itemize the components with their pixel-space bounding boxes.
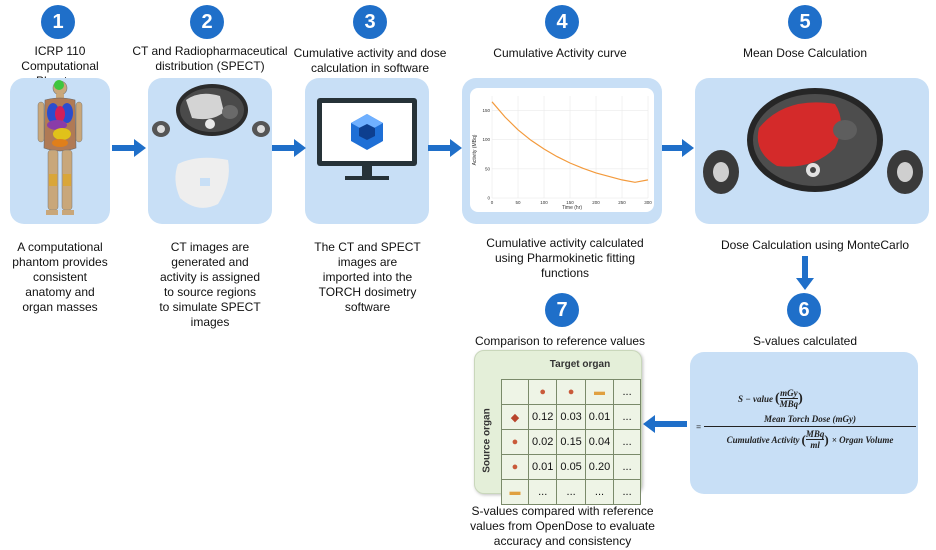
chart-xtick-label: 100	[540, 200, 548, 205]
matrix-cell: 0.02	[528, 429, 558, 455]
chart-xtick-label: 50	[515, 200, 521, 205]
matrix-row-liver: ◆	[500, 404, 530, 430]
step-3-title: Cumulative activity and dose calculation…	[293, 46, 447, 75]
step-1-badge: 1	[41, 5, 75, 39]
matrix-cell: 0.03	[556, 404, 586, 430]
step-4-badge: 4	[545, 5, 579, 39]
matrix-cell: ...	[528, 479, 558, 505]
phantom-panel	[10, 78, 110, 224]
chart-xtick-label: 150	[566, 200, 574, 205]
matrix-cell: 0.01	[528, 454, 558, 480]
matrix-cell: ...	[584, 479, 615, 505]
arrow-4-to-5	[662, 139, 694, 157]
matrix-row-kidney: ●	[500, 429, 530, 455]
step-4-desc: Cumulative activity calculated using Pha…	[486, 236, 644, 280]
matrix-cell: ...	[613, 454, 641, 480]
dose-panel	[695, 78, 929, 224]
matrix-cell: 0.04	[584, 429, 615, 455]
matrix-cell: 0.05	[556, 454, 586, 480]
matrix-corner	[500, 379, 530, 405]
matrix-col-more: ...	[613, 379, 641, 405]
s-value-lhs: S − value ( mGy MBq )	[738, 388, 803, 409]
matrix-cell: 0.20	[584, 454, 615, 480]
bone-icon: ▬	[593, 386, 605, 398]
activity-curve-line	[491, 101, 649, 183]
step-7-badge: 7	[545, 293, 579, 327]
activity-curve-panel: 0 50 100 150 200 250 300 0 50 100 150 Time (hr) Ac…	[462, 78, 662, 224]
source-organ-label: Source organ	[481, 408, 493, 473]
chart-xtick-label: 250	[618, 200, 626, 205]
matrix-cell: 0.01	[584, 404, 615, 430]
step-5-title: Mean Dose Calculation	[742, 46, 868, 60]
step-4-title: Cumulative Activity curve	[493, 46, 627, 60]
chart-ytick-label: 150	[482, 108, 490, 113]
kidney-icon: ●	[567, 386, 575, 398]
chart-ytick-label: 100	[482, 137, 490, 142]
comparison-matrix-card: Target organ Source organ ● ● ▬ ... ◆ 0.…	[474, 350, 642, 505]
matrix-row-bone: ▬	[500, 479, 530, 505]
step-5-badge: 5	[788, 5, 822, 39]
step-5-desc: Dose Calculation using MonteCarlo	[720, 238, 910, 252]
arrow-5-to-6	[796, 256, 814, 290]
matrix-cell: ...	[613, 404, 641, 430]
phantom-figure	[37, 80, 83, 215]
s-value-matrix: ● ● ▬ ... ◆ 0.12 0.03 0.01 ... ● 0.02 0.…	[500, 379, 641, 505]
matrix-cell: ...	[556, 479, 586, 505]
matrix-col-kidney-2: ●	[556, 379, 586, 405]
chart-xtick-label: 200	[592, 200, 600, 205]
bone-icon: ▬	[509, 486, 521, 498]
software-panel	[305, 78, 429, 224]
chart-ytick-label: 50	[485, 166, 491, 171]
arrow-1-to-2	[112, 139, 146, 157]
dose-ct-image	[703, 88, 923, 194]
ct-spect-panel	[148, 78, 272, 224]
liver-icon: ◆	[510, 411, 520, 424]
step-1-desc: A computational phantom provides consist…	[12, 240, 108, 314]
matrix-row-kidney-2: ●	[500, 454, 530, 480]
activity-curve-chart: 0 50 100 150 200 250 300 0 50 100 150 Time (hr) Ac…	[470, 88, 654, 212]
matrix-col-kidney: ●	[528, 379, 558, 405]
matrix-cell: 0.12	[528, 404, 558, 430]
monitor-icon	[317, 98, 417, 180]
matrix-cell: ...	[613, 429, 641, 455]
step-2-badge: 2	[190, 5, 224, 39]
step-6-title: S-values calculated	[752, 334, 858, 348]
matrix-cell: ...	[613, 479, 641, 505]
kidney-icon: ●	[539, 386, 547, 398]
step-2-desc: CT images are generated and activity is …	[159, 240, 261, 329]
ct-slice-image	[152, 84, 270, 208]
step-6-badge: 6	[787, 293, 821, 327]
kidney-icon: ●	[511, 461, 519, 473]
step-7-desc: S-values compared with reference values …	[470, 504, 655, 548]
chart-ylabel: Activity (MBq)	[472, 134, 478, 165]
step-7-title: Comparison to reference values	[474, 334, 646, 348]
target-organ-label: Target organ	[549, 359, 611, 370]
arrow-2-to-3	[272, 139, 306, 157]
step-2-title: CT and Radiopharmaceutical distribution …	[132, 44, 288, 73]
kidney-icon: ●	[511, 436, 519, 448]
step-3-desc: The CT and SPECT images are imported int…	[314, 240, 421, 314]
chart-ytick-label: 0	[487, 196, 490, 201]
chart-xtick-label: 0	[491, 200, 494, 205]
chart-xlabel: Time (hr)	[562, 205, 582, 211]
matrix-cell: 0.15	[556, 429, 586, 455]
s-value-fraction: Mean Torch Dose (mGy) Cumulative Activit…	[704, 414, 916, 450]
s-value-equals: =	[696, 422, 702, 432]
step-3-badge: 3	[353, 5, 387, 39]
chart-xtick-label: 300	[644, 200, 652, 205]
s-value-panel: S − value ( mGy MBq ) = Mean Torch Dose …	[690, 352, 918, 494]
arrow-3-to-4	[428, 139, 462, 157]
arrow-6-to-7	[643, 415, 687, 433]
matrix-col-bone: ▬	[584, 379, 615, 405]
